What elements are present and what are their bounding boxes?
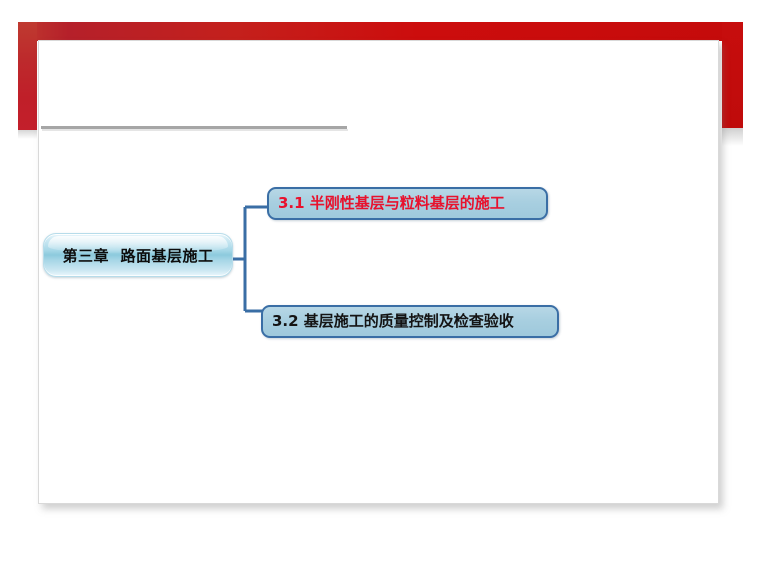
decorative-red-band-top bbox=[18, 22, 743, 41]
diagram-root-node-label: 第三章 路面基层施工 bbox=[62, 246, 214, 265]
diagram-child-node-2-label: 3.2 基层施工的质量控制及检查验收 bbox=[272, 314, 514, 329]
diagram-child-node-1-label: 3.1 半刚性基层与粒料基层的施工 bbox=[278, 196, 505, 211]
diagram-child-node-2-text: 基层施工的质量控制及检查验收 bbox=[298, 312, 514, 330]
title-underline-rule-shadow bbox=[42, 129, 348, 131]
title-underline-rule bbox=[41, 126, 347, 129]
diagram-child-node-1-number: 3.1 bbox=[278, 194, 305, 212]
decorative-red-band-left bbox=[18, 22, 37, 130]
diagram-child-node-section-3-2[interactable]: 3.2 基层施工的质量控制及检查验收 bbox=[261, 305, 559, 338]
diagram-child-node-section-3-1[interactable]: 3.1 半刚性基层与粒料基层的施工 bbox=[267, 187, 548, 220]
decorative-red-band-left-shadow bbox=[18, 130, 37, 139]
decorative-red-band-right-shadow bbox=[722, 128, 743, 146]
chapter-outline-diagram: 第三章 路面基层施工 3.1 半刚性基层与粒料基层的施工 3.2 基层施工的质量… bbox=[39, 41, 720, 505]
slide-content-panel: 第三章 路面基层施工 3.1 半刚性基层与粒料基层的施工 3.2 基层施工的质量… bbox=[38, 40, 719, 504]
decorative-red-band-right bbox=[722, 22, 743, 128]
diagram-child-node-2-number: 3.2 bbox=[272, 312, 299, 330]
diagram-root-node[interactable]: 第三章 路面基层施工 bbox=[43, 233, 233, 277]
diagram-child-node-1-text: 半刚性基层与粒料基层的施工 bbox=[304, 194, 505, 212]
